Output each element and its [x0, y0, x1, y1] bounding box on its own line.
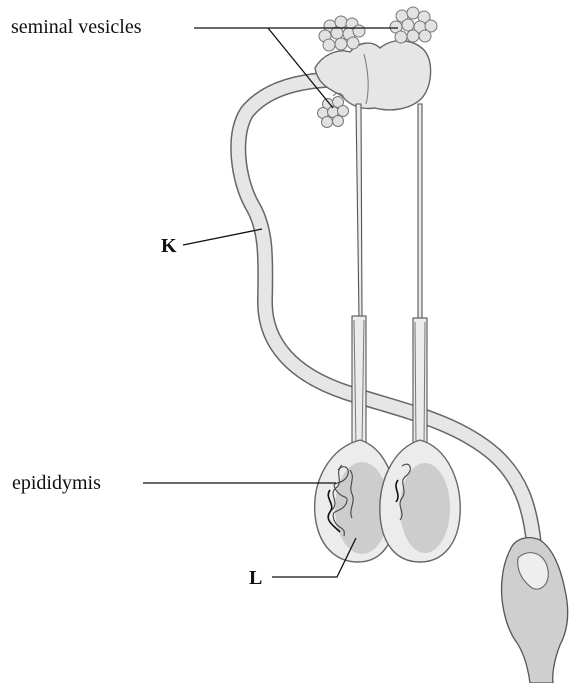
spermatic-cord-right [413, 104, 427, 452]
spermatic-cord-left [352, 104, 366, 448]
urethra [502, 538, 568, 683]
testis-right [380, 440, 460, 562]
label-seminal-vesicles: seminal vesicles [11, 16, 142, 38]
prostate-gland [315, 41, 431, 110]
seminal-vesicle-cluster-left [319, 16, 365, 51]
label-l: L [249, 567, 262, 589]
label-k: K [161, 235, 177, 257]
seminal-vesicle-cluster-right [390, 7, 437, 43]
leader-k [183, 229, 262, 245]
label-epididymis: epididymis [12, 472, 101, 494]
